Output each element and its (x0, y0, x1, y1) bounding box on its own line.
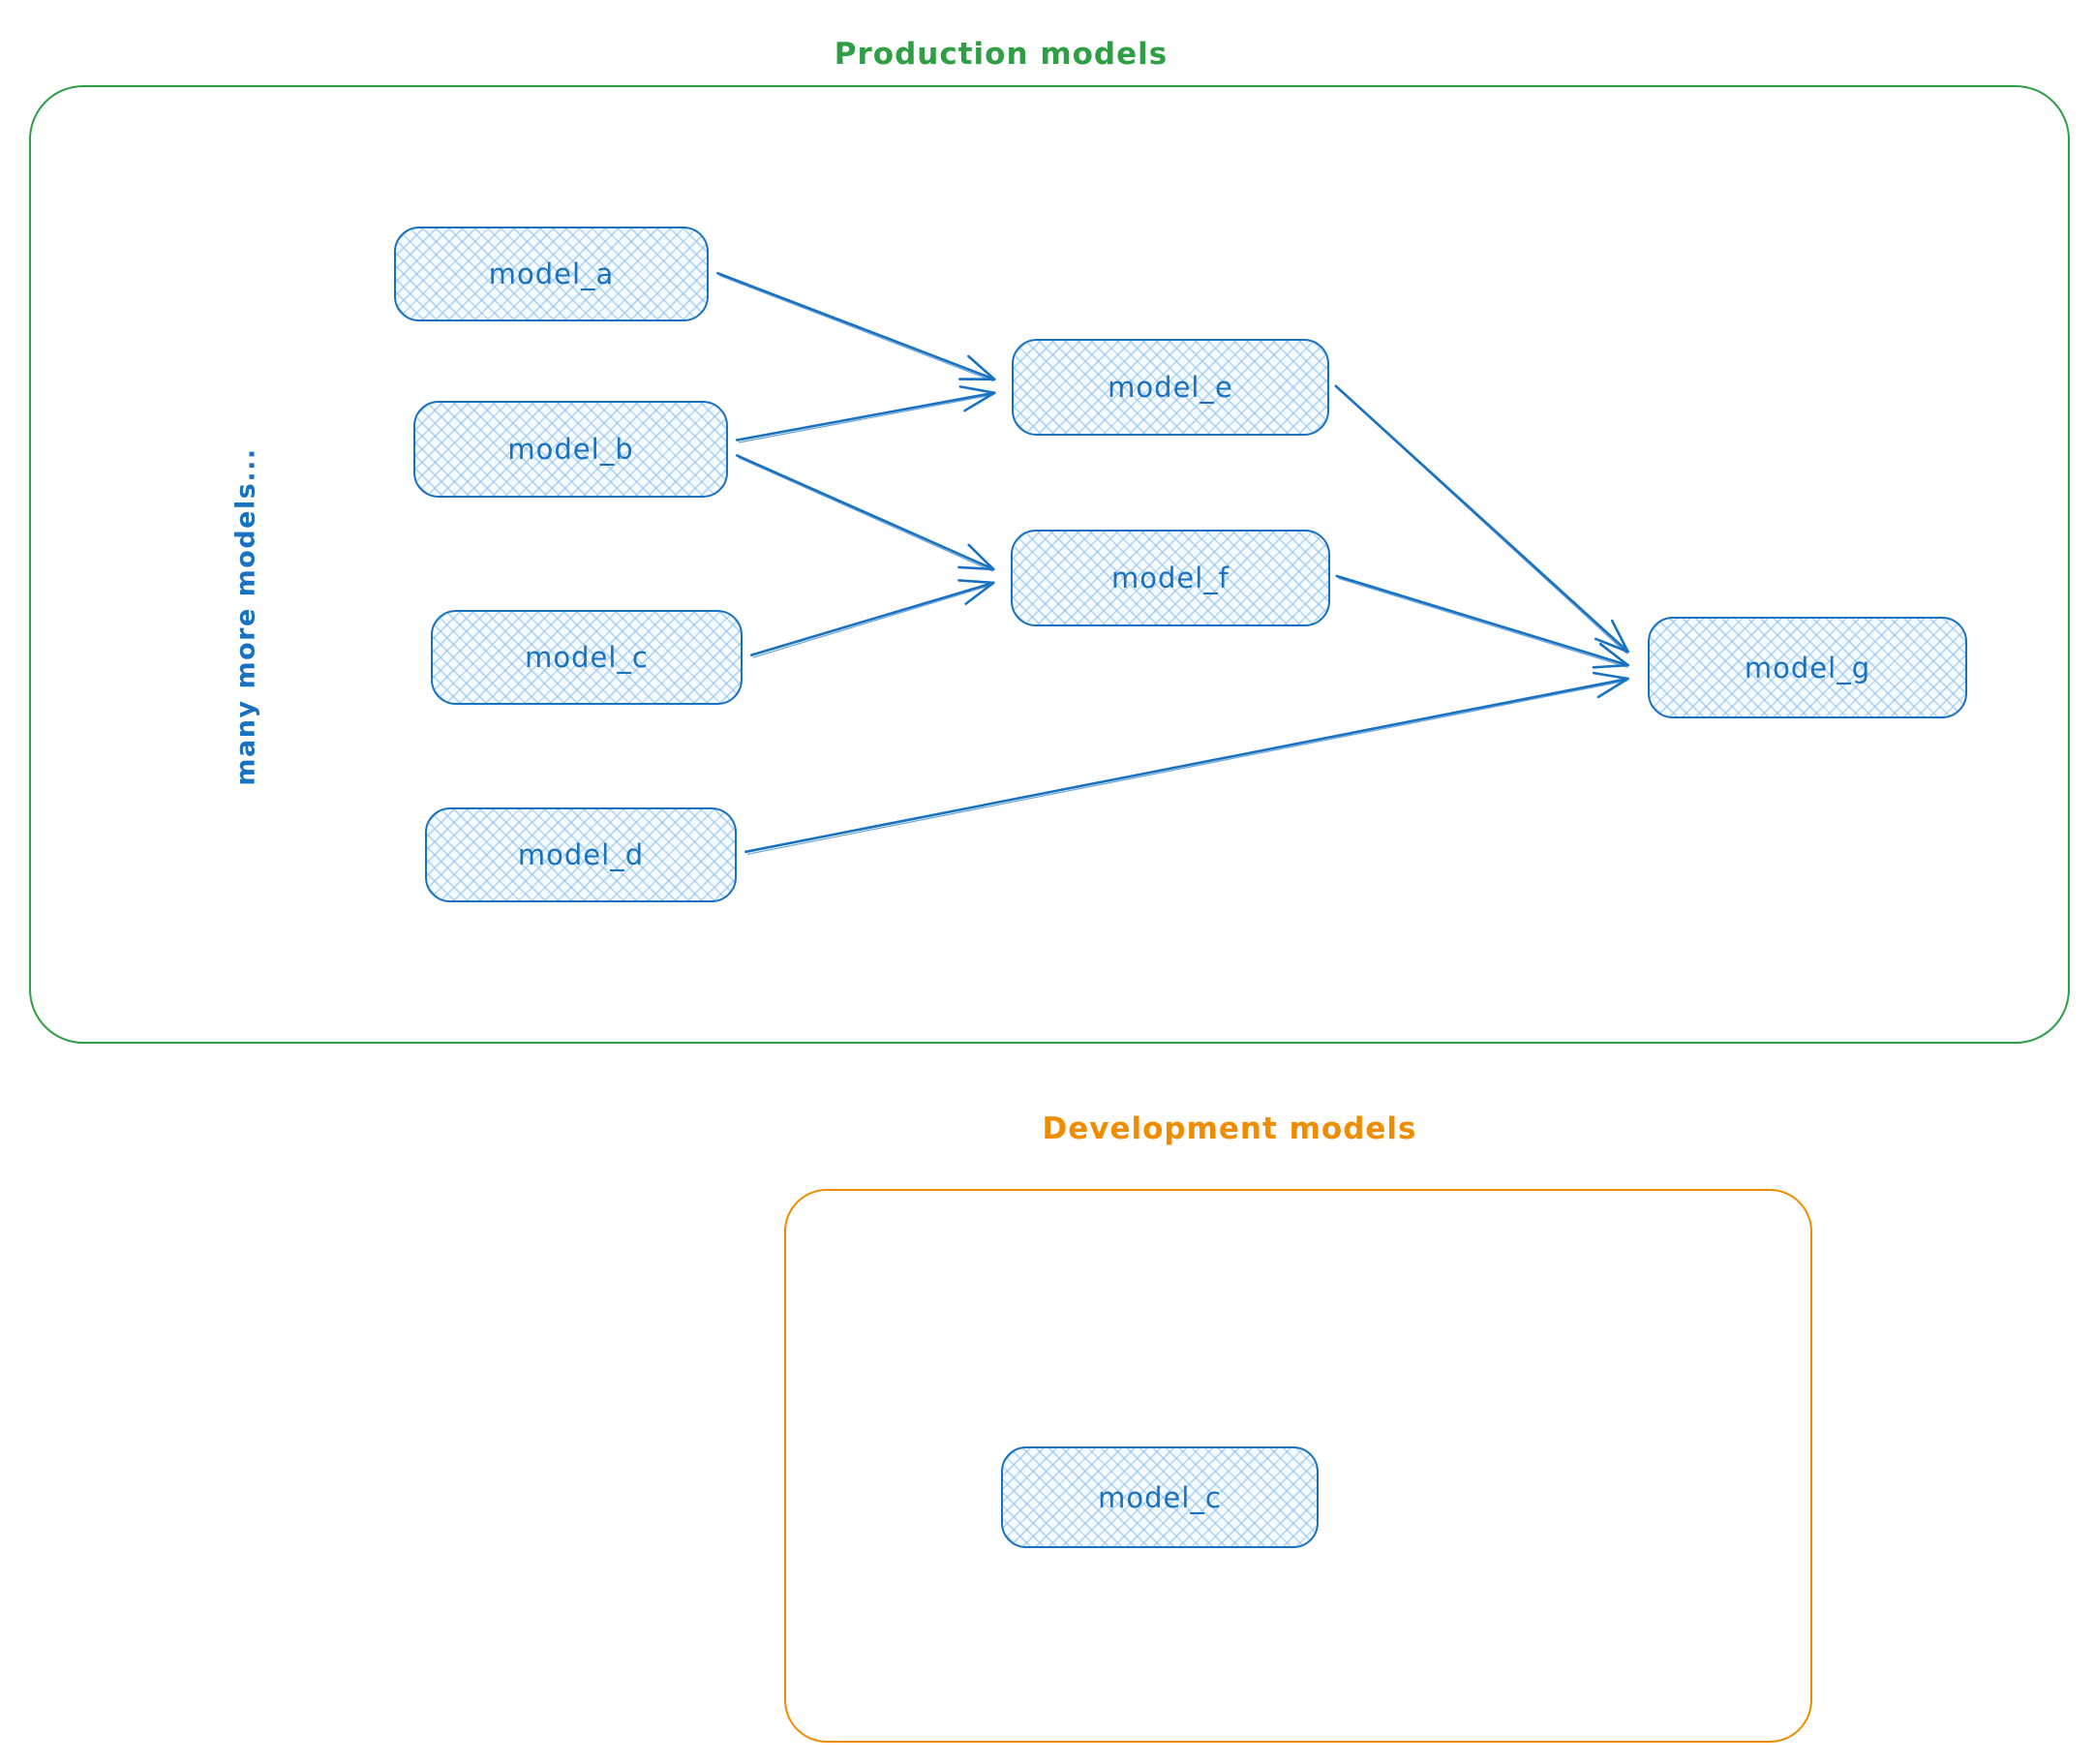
node-model-e: model_e (1012, 339, 1329, 436)
node-model-d: model_d (425, 807, 737, 902)
node-model-b-label: model_b (507, 433, 634, 466)
node-model-c-label: model_c (525, 641, 649, 674)
node-model-d-label: model_d (517, 838, 645, 871)
development-group-title: Development models (1042, 1111, 1417, 1146)
node-dev-model-c: model_c (1001, 1446, 1319, 1548)
node-model-f-label: model_f (1110, 562, 1230, 594)
node-model-g-label: model_g (1744, 651, 1871, 684)
edge-model_f-to-model_g (1335, 574, 1629, 669)
production-group-frame: many more models... model_a model_b mode… (29, 85, 2070, 1044)
development-group-frame: model_c (784, 1189, 1812, 1743)
edge-model_a-to-model_e (716, 271, 996, 382)
node-model-a: model_a (394, 227, 709, 321)
edge-model_b-to-model_e (736, 385, 996, 443)
edge-model_b-to-model_f (736, 454, 995, 572)
node-model-f: model_f (1011, 530, 1330, 626)
edge-model_d-to-model_g (744, 671, 1629, 855)
edge-model_e-to-model_g (1334, 384, 1629, 654)
node-model-c: model_c (431, 610, 743, 705)
node-model-b: model_b (413, 401, 728, 498)
node-dev-model-c-label: model_c (1098, 1480, 1222, 1514)
production-group-title: Production models (834, 37, 1169, 72)
node-model-g: model_g (1648, 617, 1967, 718)
node-model-e-label: model_e (1108, 371, 1233, 404)
many-more-models-label: many more models... (230, 447, 261, 786)
edge-model_c-to-model_f (749, 579, 995, 658)
node-model-a-label: model_a (488, 258, 615, 290)
